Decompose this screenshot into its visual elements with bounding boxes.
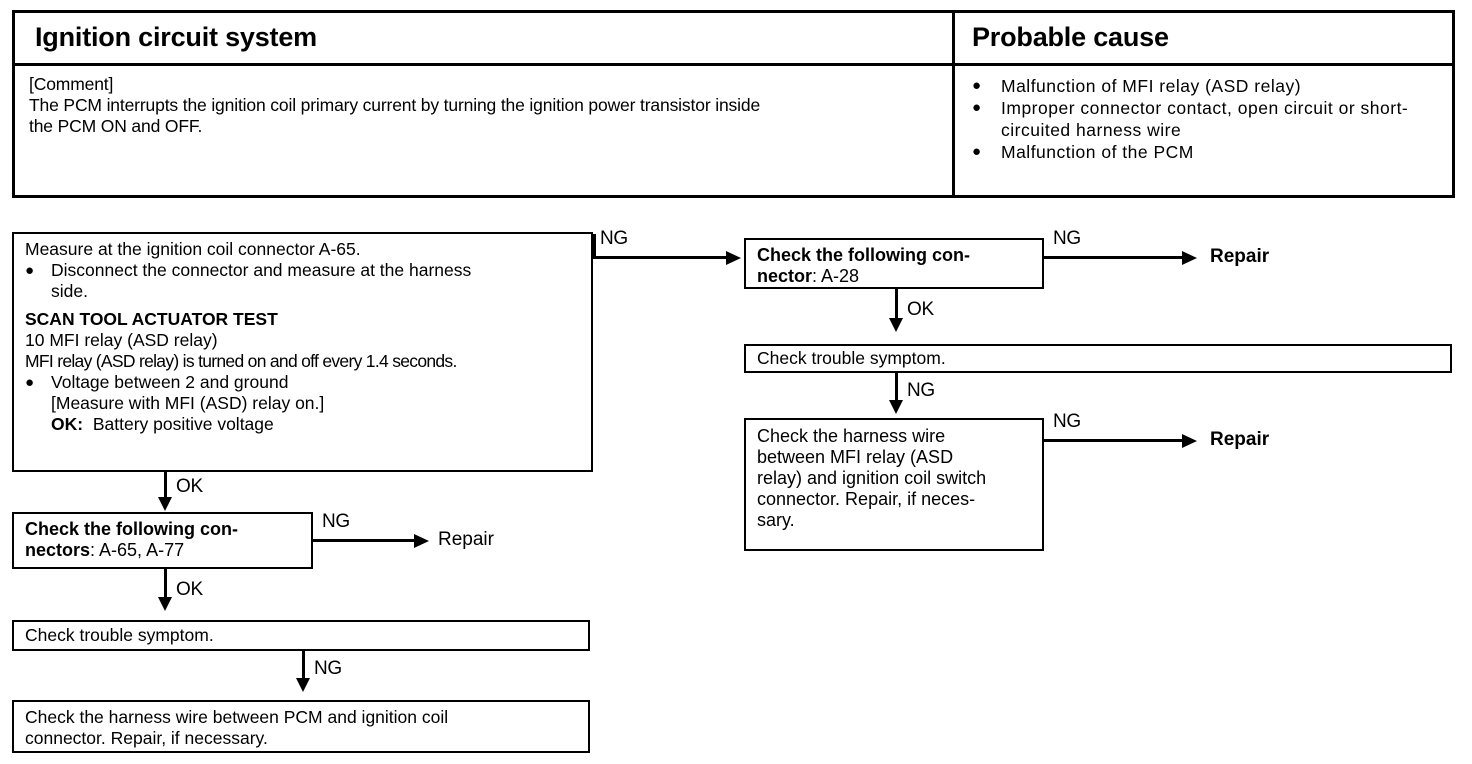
arrowhead-repair-right-2	[1182, 434, 1197, 448]
harness-right-line-3: relay) and ignition coil switch	[757, 468, 987, 488]
measure-bullet-2: ● Voltage between 2 and ground	[25, 372, 583, 393]
conn-left-line-1: Check the following con-	[25, 519, 239, 539]
symptom-right-text: Check trouble symptom.	[757, 348, 946, 368]
edge-measure-to-right-vertical	[593, 234, 596, 258]
symptom-left-text: Check trouble symptom.	[25, 625, 214, 645]
step-box-check-trouble-symptom-left: Check trouble symptom.	[12, 620, 590, 651]
step-box-check-harness-right: Check the harness wire between MFI relay…	[744, 418, 1044, 551]
harness-right-line-4: connector. Repair, if neces-	[757, 489, 976, 509]
measure-bullet-2-text: Voltage between 2 and ground	[51, 372, 289, 392]
conn-right-line-1: Check the following con-	[757, 245, 971, 265]
summary-table: Ignition circuit system Probable cause […	[12, 10, 1455, 198]
conn-left-value: : A-65, A-77	[90, 540, 185, 560]
table-column-divider	[952, 13, 955, 195]
edge-label-ng-conn-left: NG	[322, 511, 350, 532]
table-header-system: Ignition circuit system	[35, 22, 317, 52]
edge-measure-to-conn-left	[164, 472, 167, 500]
terminal-repair-right-2: Repair	[1210, 429, 1270, 450]
edge-conn-right-to-symptom	[895, 289, 898, 321]
edge-label-ng-harness-right: NG	[1053, 411, 1081, 432]
arrowhead-to-harness-right	[889, 400, 903, 414]
edge-conn-left-to-symptom	[164, 569, 167, 600]
arrowhead-to-conn-left	[158, 497, 172, 511]
bullet-icon: ●	[972, 99, 982, 116]
scan-tool-item: 10 MFI relay (ASD relay)	[25, 330, 218, 350]
step-box-check-connector-right: Check the following con- nector: A-28	[744, 238, 1044, 289]
table-header-probable-cause: Probable cause	[972, 22, 1169, 52]
edge-label-ng-symptom-left: NG	[314, 658, 342, 679]
harness-right-line-2: between MFI relay (ASD	[757, 447, 954, 467]
cause-text-1: Malfunction of MFI relay (ASD relay)	[1001, 76, 1302, 96]
edge-label-ng-measure: NG	[600, 228, 628, 249]
measure-bullet-1-cont: side.	[51, 281, 88, 301]
harness-left-line-1: Check the harness wire between PCM and i…	[25, 707, 449, 727]
comment-cell: [Comment] The PCM interrupts the ignitio…	[29, 74, 939, 137]
step-box-measure-ignition-coil: Measure at the ignition coil connector A…	[12, 232, 593, 472]
harness-left-line-2: connector. Repair, if necessary.	[25, 728, 268, 748]
harness-right-line-5: sary.	[757, 510, 795, 530]
harness-right-line-1: Check the harness wire	[757, 426, 946, 446]
list-item: ● Malfunction of MFI relay (ASD relay)	[972, 75, 1442, 97]
step-box-check-trouble-symptom-right: Check trouble symptom.	[744, 344, 1452, 373]
edge-label-ok-conn-right: OK	[907, 299, 934, 320]
scan-tool-description: MFI relay (ASD relay) is turned on and o…	[25, 351, 457, 371]
edge-label-ok-measure: OK	[176, 476, 203, 497]
list-item: ● Improper connector contact, open circu…	[972, 97, 1442, 141]
arrowhead-to-symptom-left	[158, 597, 172, 611]
edge-label-ng-conn-right: NG	[1053, 228, 1081, 249]
bullet-icon: ●	[972, 77, 982, 94]
edge-label-ng-symptom-right: NG	[907, 380, 935, 401]
conn-right-line-2: nector: A-28	[757, 266, 1034, 287]
conn-right-label: nector	[757, 266, 813, 286]
bullet-icon: ●	[25, 262, 35, 279]
cause-text-3: Malfunction of the PCM	[1001, 142, 1194, 162]
conn-left-label: nectors	[25, 540, 91, 560]
arrowhead-repair-left-1	[414, 534, 429, 548]
edge-measure-to-right-horizontal	[593, 256, 728, 259]
measure-bullet-1: ● Disconnect the connector and measure a…	[25, 260, 583, 281]
table-header-row	[15, 13, 1452, 66]
step-box-check-connectors-left: Check the following con- nectors: A-65, …	[12, 512, 313, 569]
terminal-repair-right-1: Repair	[1210, 246, 1270, 267]
conn-right-value: : A-28	[812, 266, 860, 286]
probable-cause-list: ● Malfunction of MFI relay (ASD relay) ●…	[972, 75, 1442, 163]
scan-tool-heading: SCAN TOOL ACTUATOR TEST	[25, 309, 278, 329]
terminal-repair-left-1: Repair	[438, 529, 494, 550]
comment-label: [Comment]	[29, 74, 114, 94]
bullet-icon: ●	[972, 143, 982, 160]
cause-text-2: Improper connector contact, open circuit…	[1001, 98, 1409, 140]
arrowhead-to-conn-right	[726, 251, 741, 265]
edge-label-ok-conn-left: OK	[176, 579, 203, 600]
arrowhead-repair-right-1	[1182, 251, 1197, 265]
list-item: ● Malfunction of the PCM	[972, 141, 1442, 163]
ok-value-text: Battery positive voltage	[92, 414, 274, 434]
measure-bullet-1-text: Disconnect the connector and measure at …	[51, 260, 472, 280]
measure-line-1: Measure at the ignition coil connector A…	[25, 239, 361, 259]
edge-symptom-right-to-harness	[895, 373, 898, 404]
edge-conn-right-to-repair	[1044, 256, 1184, 259]
measure-bullet-2-sub: [Measure with MFI (ASD) relay on.]	[51, 393, 325, 413]
comment-line-1: The PCM interrupts the ignition coil pri…	[29, 95, 761, 115]
bullet-icon: ●	[25, 374, 35, 391]
arrowhead-to-harness-left	[296, 678, 310, 692]
spacer	[25, 302, 583, 309]
conn-left-line-2: nectors: A-65, A-77	[25, 540, 303, 561]
arrowhead-to-symptom-right	[889, 318, 903, 332]
measure-ok-criteria: OK: Battery positive voltage	[25, 414, 583, 435]
edge-symptom-left-to-harness	[302, 651, 305, 682]
ok-label: OK:	[51, 414, 84, 434]
edge-harness-right-to-repair	[1044, 439, 1184, 442]
comment-line-2: the PCM ON and OFF.	[29, 116, 203, 136]
edge-conn-left-to-repair	[313, 539, 417, 542]
step-box-check-harness-left: Check the harness wire between PCM and i…	[12, 700, 590, 753]
